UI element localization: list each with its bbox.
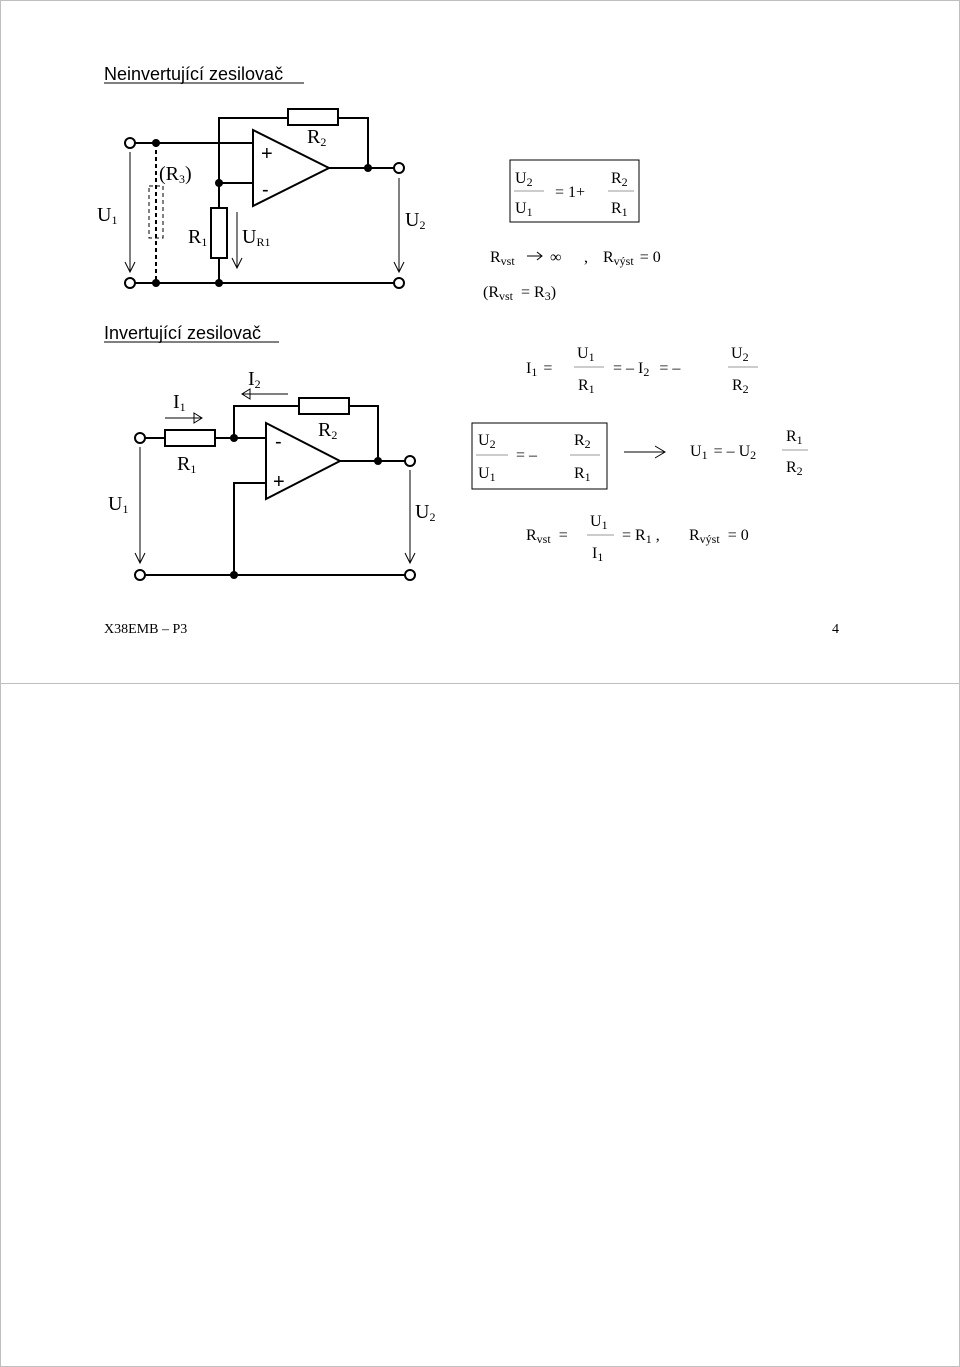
- svg-text:R1: R1: [786, 428, 803, 447]
- svg-text:R1: R1: [188, 226, 207, 249]
- opamp-symbol: [252, 128, 332, 208]
- svg-text:I1=: I1=: [526, 360, 552, 379]
- svg-text:Rvýst= 0: Rvýst= 0: [603, 249, 661, 268]
- svg-text:U1: U1: [577, 345, 595, 364]
- slide-separator: [0, 683, 960, 684]
- svg-text:U1: U1: [515, 200, 533, 219]
- svg-text:,: ,: [584, 249, 588, 266]
- svg-text:I1: I1: [173, 391, 186, 414]
- svg-text:R2: R2: [307, 126, 326, 149]
- svg-text:U1: U1: [590, 513, 608, 532]
- svg-text:I2: I2: [248, 368, 261, 391]
- svg-text:I1: I1: [592, 545, 603, 564]
- svg-text:R2: R2: [611, 170, 628, 189]
- svg-text:R1: R1: [578, 377, 595, 396]
- resistor-r2: [287, 108, 339, 126]
- inverting-title: Invertující zesilovač: [104, 323, 261, 343]
- opamp-minus: -: [262, 179, 269, 201]
- svg-text:R2: R2: [732, 377, 749, 396]
- svg-text:R2: R2: [786, 459, 803, 478]
- footer-left: X38EMB – P3: [104, 622, 187, 637]
- svg-text:U2: U2: [478, 432, 496, 451]
- svg-text:= R1,: = R1,: [622, 527, 660, 546]
- svg-text:R2: R2: [574, 432, 591, 451]
- opamp-symbol: [265, 421, 343, 501]
- svg-text:= – I2= –: = – I2= –: [613, 360, 681, 379]
- svg-text:= 1+: = 1+: [555, 184, 585, 201]
- svg-text:U2: U2: [731, 345, 749, 364]
- resistor-r3: [148, 185, 164, 239]
- svg-text:Rvst: Rvst: [490, 249, 515, 268]
- svg-text:UR1: UR1: [242, 226, 270, 249]
- noninverting-title: Neinvertující zesilovač: [104, 64, 283, 84]
- noninverting-formulas: U2 U1 = 1+ R2 R1 Rvst ∞ , Rvýst= 0 (Rvst…: [483, 159, 661, 303]
- page-number: 4: [832, 622, 839, 637]
- svg-text:U1: U1: [478, 465, 496, 484]
- opamp-plus: +: [261, 143, 273, 165]
- inverting-circuit: - + I1 I2 R1 R2 U1 U2: [108, 368, 435, 581]
- svg-text:U1: U1: [97, 204, 117, 227]
- svg-text:(R3): (R3): [159, 163, 192, 186]
- svg-text:+: +: [273, 471, 285, 493]
- svg-text:= –: = –: [516, 447, 538, 464]
- resistor-r1: [210, 207, 228, 259]
- svg-text:U2: U2: [515, 170, 533, 189]
- inverting-formulas: I1= U1 R1 = – I2= – U2 R2 U2 U1 = – R2 R…: [471, 345, 808, 564]
- resistor-r2: [298, 397, 350, 415]
- svg-text:-: -: [275, 431, 282, 453]
- svg-text:(Rvst= R3): (Rvst= R3): [483, 284, 556, 303]
- noninverting-circuit: + - U1 (R3) R1 UR1 R2: [97, 108, 425, 289]
- svg-text:R1: R1: [611, 200, 628, 219]
- svg-text:U1: U1: [108, 493, 128, 516]
- resistor-r1: [164, 429, 216, 447]
- svg-text:R2: R2: [318, 419, 337, 442]
- svg-text:Rvst=: Rvst=: [526, 527, 568, 546]
- svg-text:U2: U2: [415, 501, 435, 524]
- svg-text:U1= – U2: U1= – U2: [690, 443, 756, 462]
- svg-text:R1: R1: [574, 465, 591, 484]
- svg-text:∞: ∞: [550, 249, 561, 266]
- svg-text:R1: R1: [177, 453, 196, 476]
- svg-text:Rvýst= 0: Rvýst= 0: [689, 527, 749, 546]
- svg-text:U2: U2: [405, 209, 425, 232]
